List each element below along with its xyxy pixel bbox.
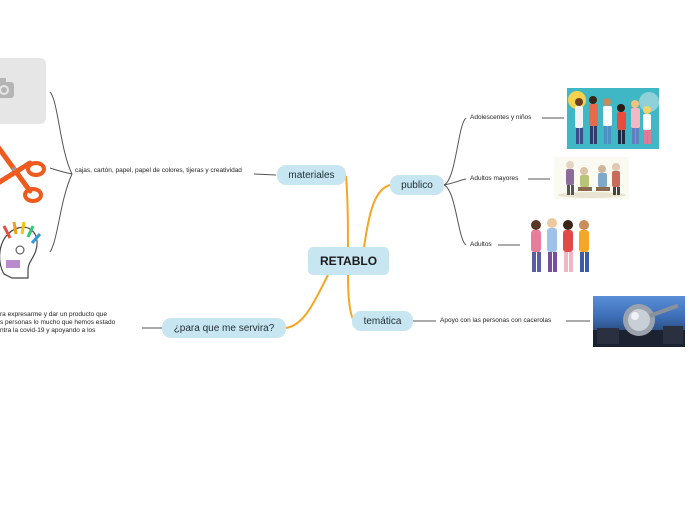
adults-group-image[interactable] bbox=[524, 209, 598, 283]
pot-photo-illustration bbox=[593, 303, 685, 347]
topic-label-para-que-me-servira: ¿para que me servira? bbox=[173, 322, 275, 334]
subtopic-adultos[interactable]: Adultos bbox=[470, 241, 492, 248]
topic-node-tematica[interactable]: temática bbox=[352, 311, 413, 331]
topic-label-materiales: materiales bbox=[288, 169, 335, 181]
connector-materiales-img2 bbox=[49, 167, 73, 175]
topic-node-materiales[interactable]: materiales bbox=[277, 165, 346, 185]
subtopic-para-que-detail[interactable]: ra expresarme y dar un producto que s pe… bbox=[0, 311, 115, 335]
topic-node-para-que-me-servira[interactable]: ¿para que me servira? bbox=[162, 318, 286, 338]
scissors-image[interactable] bbox=[0, 133, 46, 207]
topic-label-publico: publico bbox=[401, 179, 433, 191]
camera-placeholder-image[interactable] bbox=[0, 58, 46, 124]
connector-central-paraque bbox=[285, 274, 329, 329]
connector-publico-mayores bbox=[443, 178, 467, 186]
elderly-figures-illustration bbox=[558, 161, 626, 198]
group-of-youth-image[interactable] bbox=[567, 88, 659, 149]
camera-icon bbox=[0, 78, 14, 98]
pot-protest-image[interactable] bbox=[593, 296, 685, 347]
para-que-line-1: ra expresarme y dar un producto que bbox=[0, 311, 107, 318]
youth-figures-illustration bbox=[568, 91, 659, 144]
topic-node-publico[interactable]: publico bbox=[390, 175, 444, 195]
subtopic-adolescentes-y-ninos[interactable]: Adolescentes y niños bbox=[470, 114, 532, 121]
scissors-icon bbox=[0, 145, 46, 203]
adults-figures-illustration bbox=[531, 218, 589, 272]
lightbulb-icon bbox=[0, 221, 42, 279]
lightbulb-brain-image[interactable] bbox=[0, 216, 46, 288]
central-topic-node[interactable]: RETABLO bbox=[308, 247, 389, 275]
topic-label-tematica: temática bbox=[363, 315, 402, 327]
connector-materiales-detail bbox=[253, 173, 277, 176]
para-que-line-2: s personas lo mucho que hemos estado bbox=[0, 319, 116, 326]
connector-publico-adultos bbox=[443, 184, 467, 246]
subtopic-adultos-mayores[interactable]: Adultos mayores bbox=[470, 175, 519, 182]
connector-materiales-img3 bbox=[49, 173, 73, 253]
central-topic-label: RETABLO bbox=[319, 254, 378, 268]
connector-materiales-img1 bbox=[49, 91, 73, 175]
subtopic-tematica-detail[interactable]: Apoyo con las personas con cacerolas bbox=[440, 317, 552, 324]
connector-publico-adolescentes bbox=[443, 117, 467, 186]
subtopic-materiales-detail[interactable]: cajas, cartón, papel, papel de colores, … bbox=[75, 167, 242, 174]
elderly-people-image[interactable] bbox=[554, 157, 629, 199]
para-que-line-3: ntra la covid-19 y apoyando a los bbox=[0, 327, 96, 334]
